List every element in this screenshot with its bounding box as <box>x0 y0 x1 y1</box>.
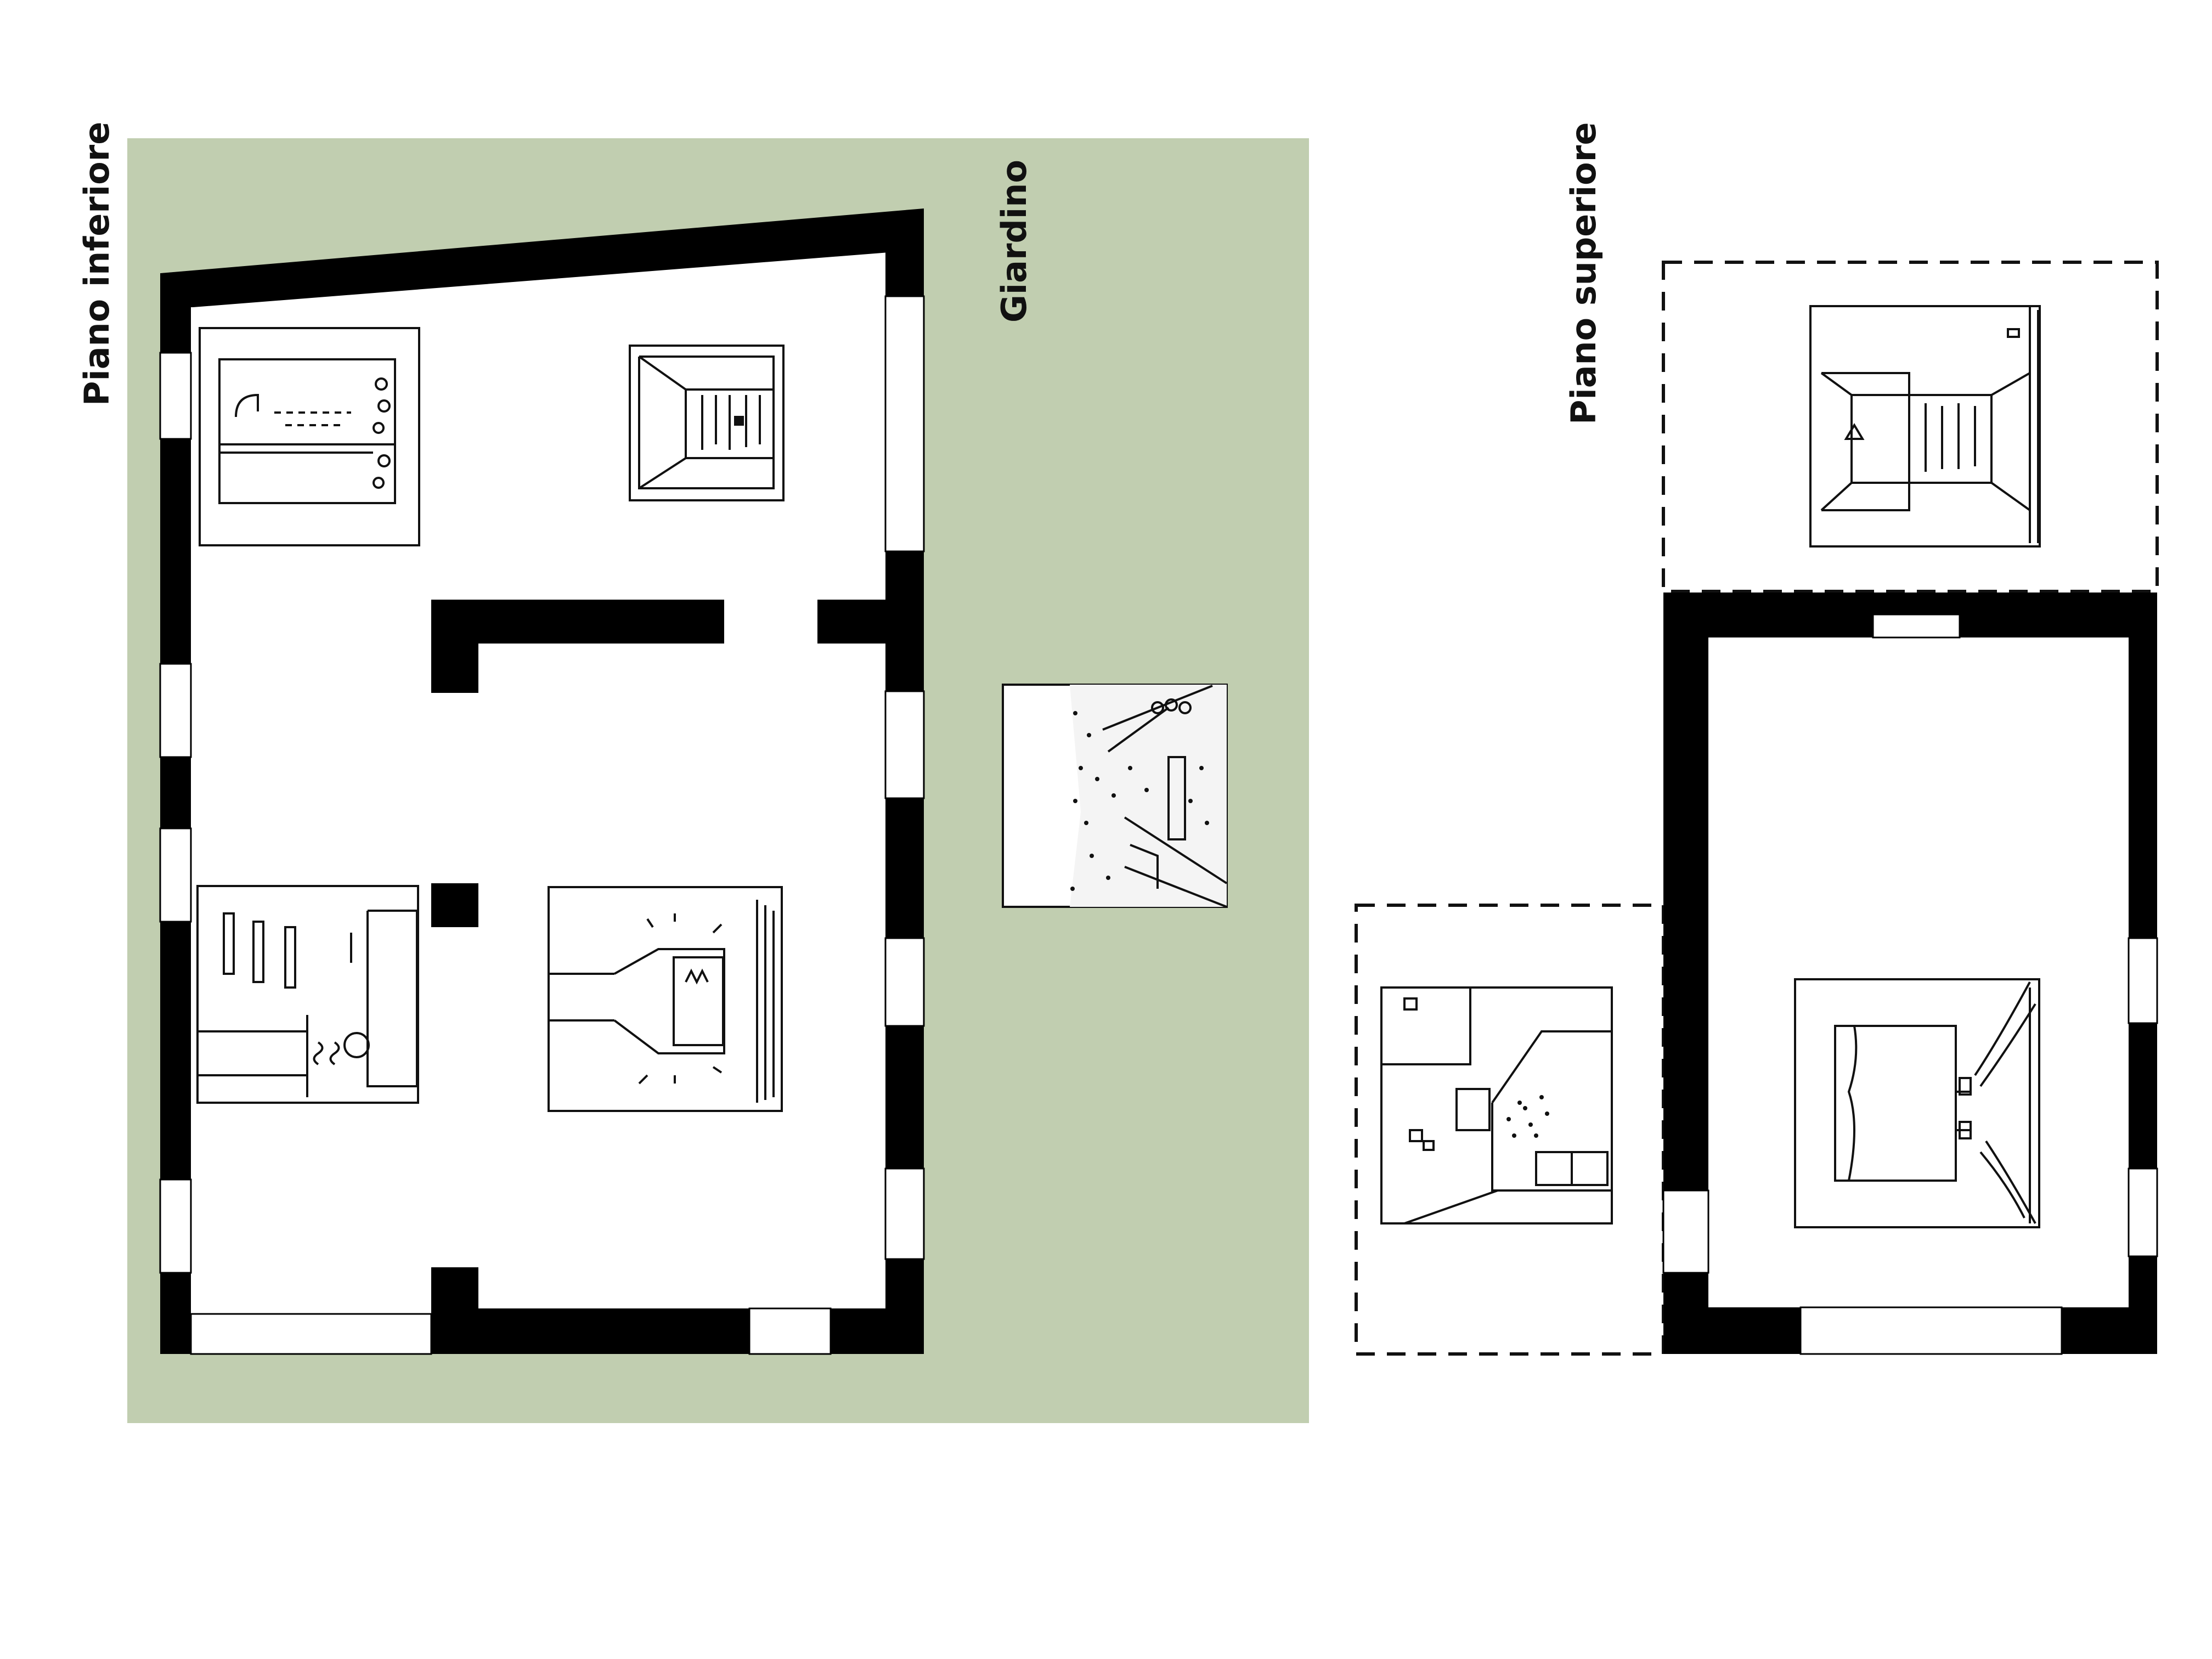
lower-partitions <box>431 600 924 927</box>
lower-left-windows <box>159 352 192 1274</box>
upper-dashed-room-top <box>1662 261 2159 593</box>
desk-sketch <box>1380 986 1613 1224</box>
garden-label: Giardino <box>994 160 1034 323</box>
lower-top-wall <box>160 208 924 307</box>
wardrobe-sketch <box>629 345 785 501</box>
lower-right-windows <box>884 295 925 1260</box>
bed-sketch <box>1794 978 2040 1228</box>
upper-bottom-wall <box>1663 1307 2157 1354</box>
upper-right-wall <box>2129 592 2157 1354</box>
lower-bottom-wall <box>160 1267 924 1354</box>
kitchen-sketch <box>196 885 419 1104</box>
garden-bench-sketch <box>1002 684 1228 908</box>
lower-floor-plan <box>159 208 925 1355</box>
upper-bottom-window <box>1799 1306 2063 1355</box>
upper-left-window <box>1662 1189 1709 1274</box>
lower-left-wall <box>160 273 191 1354</box>
lower-right-wall <box>885 230 924 1354</box>
lower-bottom-windows <box>190 1307 832 1355</box>
lower-floor-label: Piano inferiore <box>77 121 117 406</box>
upper-floor-label: Piano superiore <box>1564 122 1604 425</box>
closet-sketch <box>1809 305 2041 548</box>
upper-floor-plan <box>1355 261 2159 1356</box>
bathroom-sketch <box>199 327 420 546</box>
upper-top-window <box>1872 613 1961 639</box>
fireplace-sketch <box>548 886 783 1112</box>
upper-right-windows <box>2128 937 2158 1257</box>
